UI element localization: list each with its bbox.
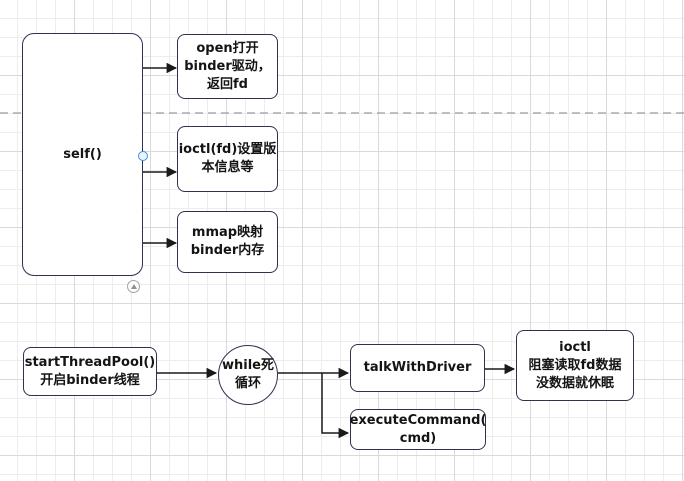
connector-while-to-executecommand[interactable]: [321, 373, 350, 439]
node-execute-command[interactable]: executeCommand( cmd): [350, 409, 486, 450]
triangle-up-icon: [130, 283, 137, 289]
node-while-loop-label: while死 循环: [222, 358, 274, 391]
node-ioctl-set-version-label: ioctl(fd)设置版 本信息等: [178, 142, 277, 175]
node-talk-with-driver-label: talkWithDriver: [363, 360, 472, 375]
node-self-label: self(): [63, 146, 102, 162]
node-open-binder-label: open打开 binder驱动， 返回fd: [184, 40, 271, 92]
collapse-button[interactable]: [127, 280, 140, 293]
node-execute-command-label: executeCommand( cmd): [349, 412, 487, 446]
node-open-binder[interactable]: open打开 binder驱动， 返回fd: [177, 34, 278, 99]
node-ioctl-blocking-read[interactable]: ioctl 阻塞读取fd数据 没数据就休眠: [516, 330, 634, 401]
node-start-thread-pool-label: startThreadPool() 开启binder线程: [24, 354, 156, 388]
node-while-loop[interactable]: while死 循环: [218, 345, 278, 405]
node-start-thread-pool[interactable]: startThreadPool() 开启binder线程: [23, 347, 157, 396]
node-ioctl-blocking-read-label: ioctl 阻塞读取fd数据 没数据就休眠: [528, 339, 622, 391]
node-self[interactable]: self(): [22, 33, 143, 276]
node-ioctl-set-version[interactable]: ioctl(fd)设置版 本信息等: [177, 126, 278, 192]
node-mmap-memory-label: mmap映射 binder内存: [190, 225, 265, 258]
connection-point-icon[interactable]: [138, 151, 148, 161]
node-talk-with-driver[interactable]: talkWithDriver: [350, 344, 485, 392]
node-mmap-memory[interactable]: mmap映射 binder内存: [177, 211, 278, 273]
